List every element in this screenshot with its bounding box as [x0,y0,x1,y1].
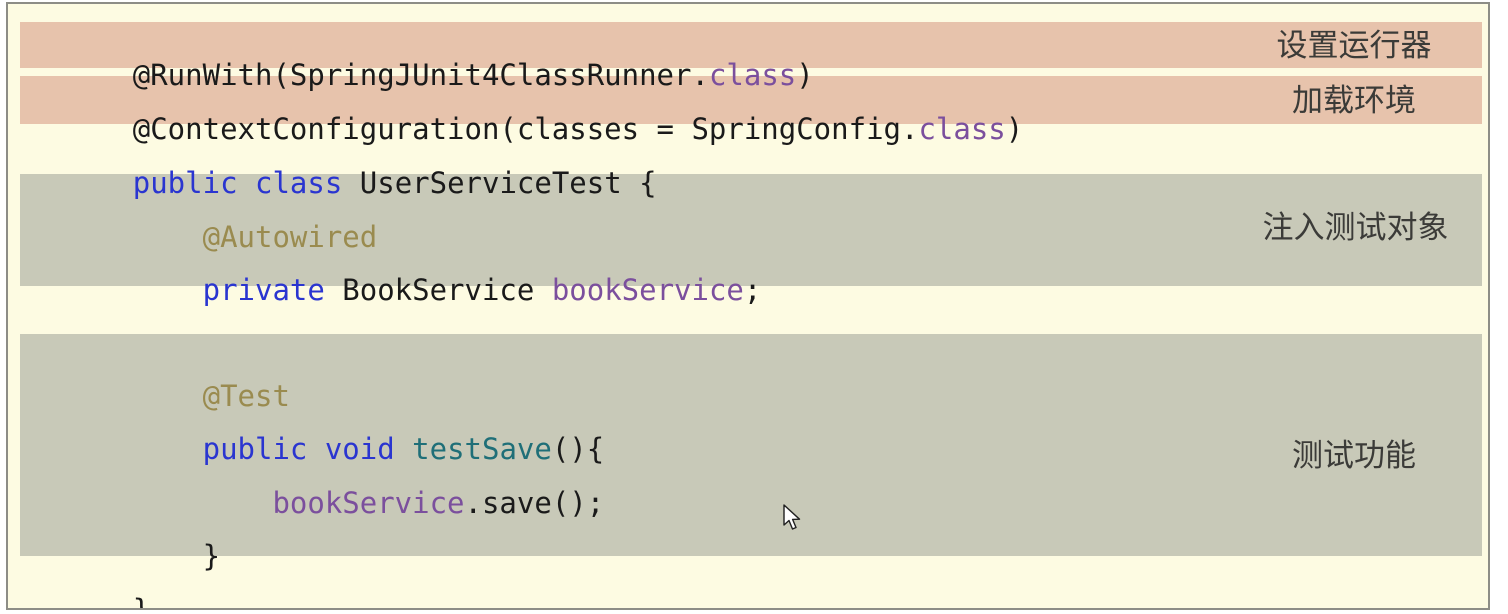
code-token-annotation: @Test [202,379,290,413]
code-token-type: BookService [324,273,552,307]
code-line-testsave-signature: public void testSave(){ [28,406,605,493]
code-token: (SpringJUnit4ClassRunner. [272,58,709,92]
code-token: } [132,593,151,610]
annotation-label-set-runner: 设置运行器 [1276,28,1432,64]
code-indent [133,273,203,307]
code-token-keyword: class [255,166,343,200]
code-token-field: bookService [551,273,744,307]
code-line-runwith: @RunWith(SpringJUnit4ClassRunner.class) [28,32,814,119]
highlight-band-test [20,334,1482,556]
annotation-label-test-feature: 测试功能 [1292,438,1416,474]
code-line-autowired: @Autowired [28,194,378,281]
code-line-test-annotation: @Test [28,353,290,440]
code-line-class-declaration: public class UserServiceTest { [28,140,657,227]
code-token: ) [1005,112,1024,146]
code-token: (){ [551,432,605,466]
code-token: ; [743,273,762,307]
annotation-label-load-environment: 加载环境 [1292,83,1416,119]
code-line-contextconfiguration: @ContextConfiguration(classes = SpringCo… [28,86,1023,173]
code-line-save-call: bookService.save(); [28,460,604,547]
code-token: ) [796,58,814,92]
code-token-keyword: class [708,58,797,92]
highlight-band-inject [20,174,1482,286]
code-line-field-bookservice: private BookService bookService; [28,247,762,334]
code-line-class-close: } [28,567,151,610]
code-token-keyword: public [132,166,238,200]
highlight-band-contextconfiguration [20,76,1482,124]
code-token-keyword: public [202,432,308,466]
code-token-keyword: void [324,432,395,466]
code-line-method-close: } [28,513,220,600]
code-token: } [132,539,221,573]
code-token-keyword: class [918,112,1006,146]
code-token: @RunWith [132,58,273,92]
code-token-field: bookService [272,486,465,520]
code-token: UserServiceTest { [342,166,657,200]
code-token-annotation: @Autowired [202,220,378,254]
code-token-keyword: private [202,273,325,307]
code-snippet-frame: @RunWith(SpringJUnit4ClassRunner.class) … [6,2,1490,610]
highlight-band-runwith [20,22,1482,68]
code-token: @ContextConfiguration(classes = SpringCo… [132,112,919,146]
code-canvas: @RunWith(SpringJUnit4ClassRunner.class) … [8,4,1488,610]
code-token-method: testSave [412,432,552,466]
annotation-label-inject-test-object: 注入测试对象 [1262,210,1449,246]
code-token: .save(); [464,486,605,520]
